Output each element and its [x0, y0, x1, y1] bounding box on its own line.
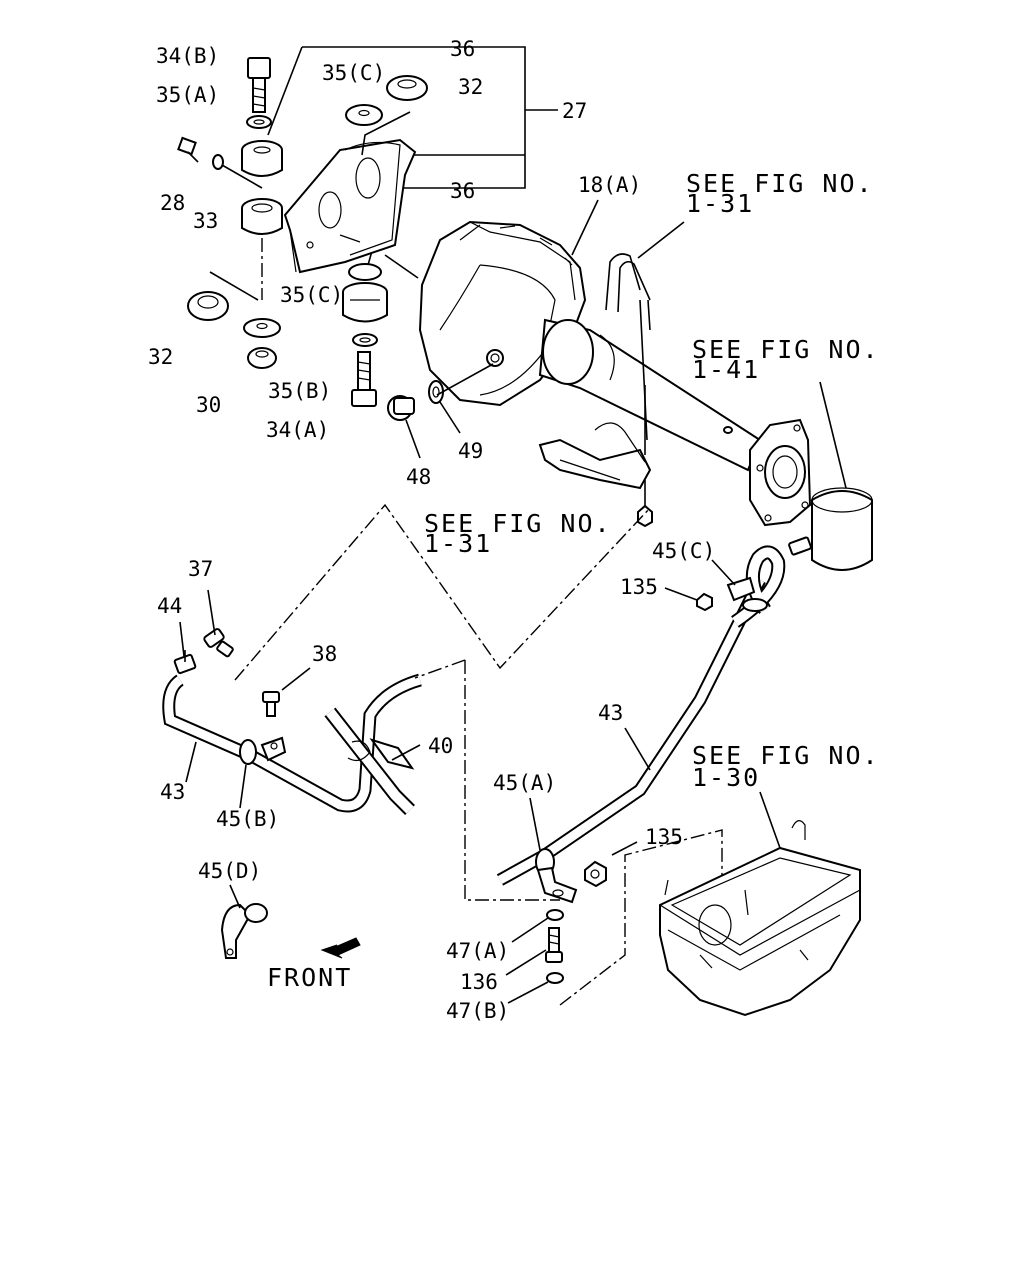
front-arrow-icon — [320, 937, 361, 959]
leader-18a — [571, 199, 599, 256]
label-43-left: 43 — [160, 780, 185, 804]
drain-plug-48 — [387, 395, 415, 421]
nut-135-mid — [584, 860, 607, 888]
label-136: 136 — [460, 970, 498, 994]
label-48: 48 — [406, 465, 431, 489]
label-44: 44 — [157, 594, 182, 618]
bolt-136 — [545, 927, 563, 963]
label-35a: 35(A) — [156, 83, 219, 107]
bolt-34b — [247, 57, 271, 113]
label-135-mid: 135 — [645, 825, 683, 849]
label-33: 33 — [193, 209, 218, 233]
label-32-top: 32 — [458, 75, 483, 99]
label-35c-mid: 35(C) — [280, 283, 343, 307]
bolt-38 — [262, 691, 280, 717]
washer-35c-top — [345, 104, 383, 126]
label-45d: 45(D) — [198, 859, 261, 883]
bushing-36-lower — [342, 263, 388, 323]
label-36-top: 36 — [450, 37, 475, 61]
brake-pipe-43-left — [162, 673, 422, 813]
figure-references: SEE FIG NO. 1-31 SEE FIG NO. 1-41 SEE FI… — [424, 169, 880, 792]
washer-47b — [546, 972, 564, 984]
label-45c: 45(C) — [652, 539, 715, 563]
brake-flange — [749, 418, 812, 527]
ref-1-31-mid-line1: SEE FIG NO. — [424, 509, 612, 538]
label-45a: 45(A) — [493, 771, 556, 795]
connector-37 — [203, 628, 234, 658]
label-45b: 45(B) — [216, 807, 279, 831]
ref-1-30-line1: SEE FIG NO. — [692, 741, 880, 770]
bushing-36-upper — [241, 140, 283, 177]
label-34a: 34(A) — [266, 418, 329, 442]
ref-1-31-top-line2: 1-31 — [686, 189, 754, 218]
ref-1-41-line1: SEE FIG NO. — [692, 335, 880, 364]
clip-45b — [239, 736, 287, 765]
label-27: 27 — [562, 99, 587, 123]
nut-135-top — [696, 592, 713, 612]
label-34b: 34(B) — [156, 44, 219, 68]
washer-35a — [246, 115, 272, 129]
label-35b: 35(B) — [268, 379, 331, 403]
label-47b: 47(B) — [446, 999, 509, 1023]
bleeder-44 — [173, 650, 197, 675]
part-labels: 34(B) 35(A) 36 35(C) 32 27 28 33 36 18(A… — [148, 37, 715, 1023]
washer-35c-left — [243, 318, 281, 338]
label-front: FRONT — [267, 963, 352, 992]
grommet-32-left — [187, 291, 229, 321]
brake-pipe-43-right — [496, 545, 786, 886]
axle-tube — [538, 318, 762, 472]
label-135-top: 135 — [620, 575, 658, 599]
label-38: 38 — [312, 642, 337, 666]
hose-40 — [324, 707, 415, 815]
ref-1-30-line2: 1-30 — [692, 763, 760, 792]
label-36-mid: 36 — [450, 179, 475, 203]
nut-30 — [247, 347, 277, 369]
label-30: 30 — [196, 393, 221, 417]
clip-45a — [535, 848, 578, 904]
clip-45d — [220, 903, 268, 959]
label-18a: 18(A) — [578, 173, 641, 197]
ref-1-31-mid-line2: 1-31 — [424, 529, 492, 558]
sleeve-36-left — [241, 198, 283, 235]
fuel-tank-ref — [659, 820, 861, 1017]
brake-drum-ref — [811, 381, 873, 571]
label-32-left: 32 — [148, 345, 173, 369]
label-43-mid: 43 — [598, 701, 623, 725]
label-37: 37 — [188, 557, 213, 581]
label-35c-top: 35(C) — [322, 61, 385, 85]
washer-47a — [546, 909, 564, 921]
label-49: 49 — [458, 439, 483, 463]
label-47a: 47(A) — [446, 939, 509, 963]
bolt-34a — [351, 351, 377, 407]
washer-33 — [212, 154, 224, 170]
ref-1-41-line2: 1-41 — [692, 355, 760, 384]
label-28: 28 — [160, 191, 185, 215]
mount-bracket-27 — [283, 138, 417, 274]
bolt-28 — [177, 136, 199, 163]
label-40: 40 — [428, 734, 453, 758]
section-boundary — [234, 503, 651, 681]
washer-35b — [352, 333, 378, 347]
bleeder-stud — [788, 536, 812, 556]
u-bolt — [605, 253, 651, 331]
ref-1-31-top-line1: SEE FIG NO. — [686, 169, 874, 198]
grommet-32-top — [386, 75, 428, 101]
